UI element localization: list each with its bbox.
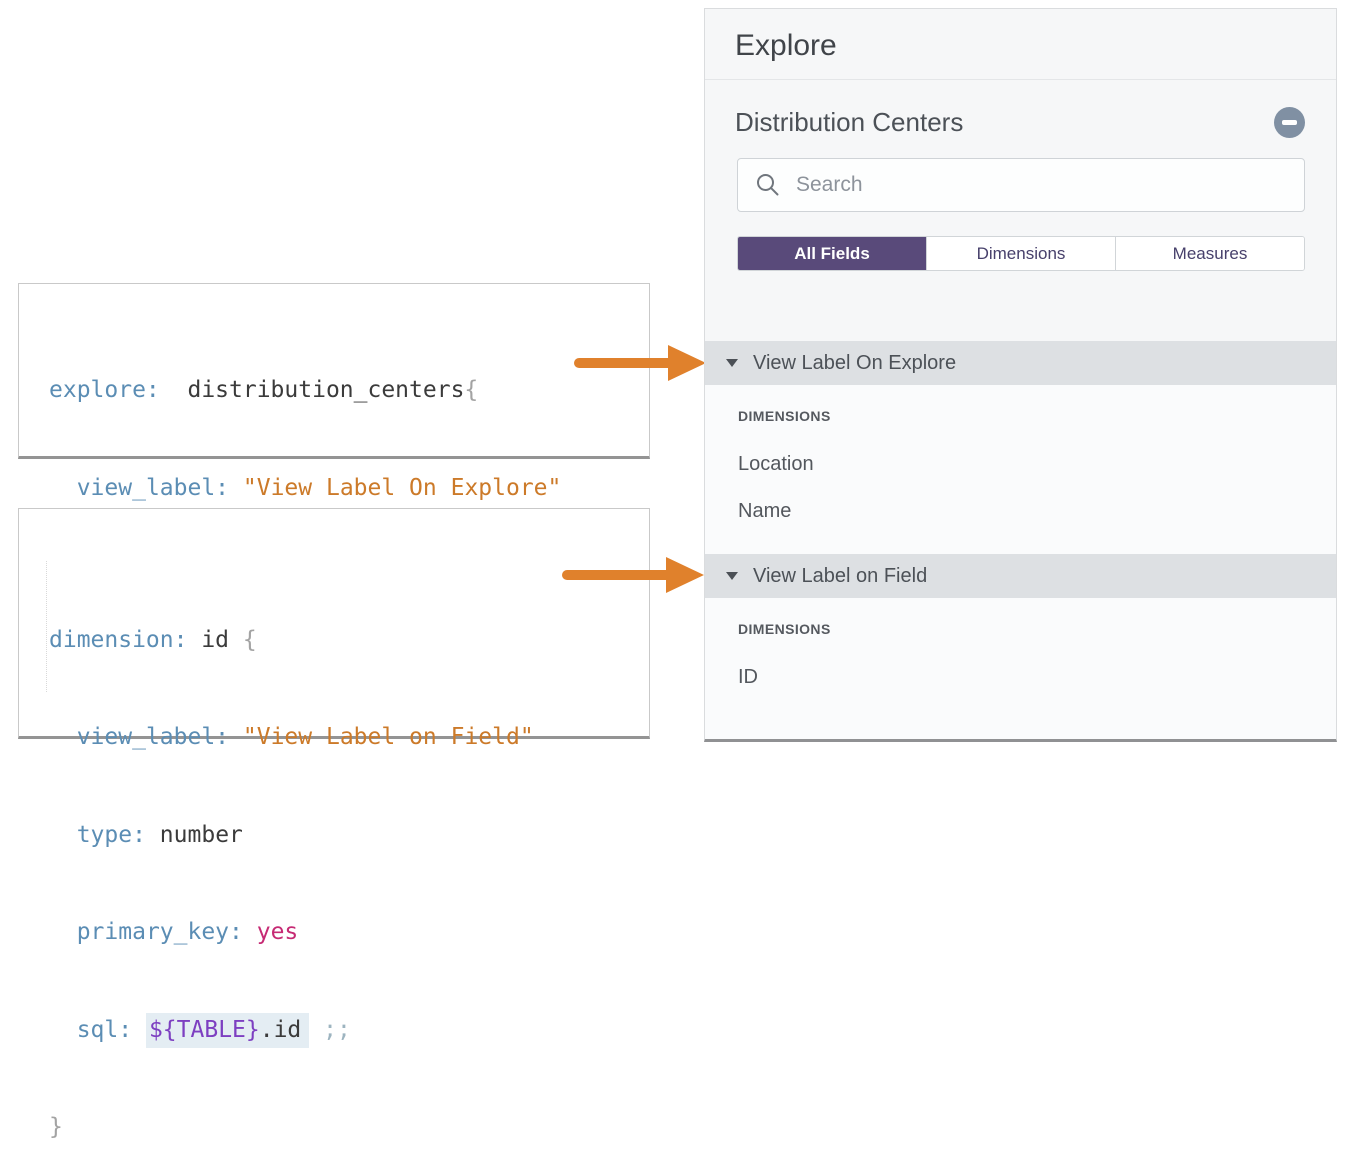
code-token: number xyxy=(145,821,243,848)
tab-dimensions[interactable]: Dimensions xyxy=(927,237,1116,270)
tab-measures[interactable]: Measures xyxy=(1116,237,1304,270)
code-line: type: number xyxy=(49,819,649,852)
code-token: dimension: xyxy=(49,626,188,653)
code-token xyxy=(49,919,77,945)
sql-highlight: ${TABLE}.id xyxy=(145,1012,310,1048)
code-token xyxy=(132,1017,146,1043)
indent-guide xyxy=(46,561,47,692)
code-line: primary_key: yes xyxy=(49,916,649,949)
group-heading: DIMENSIONS xyxy=(738,621,831,637)
code-token xyxy=(49,724,77,750)
lookml-explore-snippet: explore: distribution_centers{ view_labe… xyxy=(18,283,650,696)
code-line: } xyxy=(49,1111,649,1144)
code-token xyxy=(229,724,243,750)
view-section-header[interactable]: View Label On Explore xyxy=(705,341,1336,385)
code-token: ${TABLE} xyxy=(148,1016,260,1043)
group-heading: DIMENSIONS xyxy=(738,408,831,424)
code-token: id xyxy=(187,626,243,653)
arrow-right-icon xyxy=(574,345,706,381)
field-item-id[interactable]: ID xyxy=(738,666,758,688)
search-input[interactable] xyxy=(794,172,1290,198)
collapse-explore-button[interactable] xyxy=(1274,107,1305,138)
code-token: view_label: xyxy=(76,724,230,750)
view-section-header[interactable]: View Label on Field xyxy=(705,554,1336,598)
code-token xyxy=(309,1017,323,1043)
code-token: type: xyxy=(76,821,146,848)
code-token xyxy=(229,475,243,501)
tab-all-fields[interactable]: All Fields xyxy=(738,237,927,270)
lookml-dimension-snippet: dimension: id { view_label: "View Label … xyxy=(18,508,650,1140)
code-line: view_label: "View Label On Explore" xyxy=(49,472,649,505)
page-title: Explore xyxy=(735,29,837,62)
code-token xyxy=(49,822,77,848)
section-label: View Label on Field xyxy=(753,564,928,587)
code-token: explore: xyxy=(49,377,160,403)
fields-list: View Label On Explore DIMENSIONS Locatio… xyxy=(705,341,1336,739)
code-line: view_label: "View Label on Field" xyxy=(49,721,649,754)
code-line: explore: distribution_centers{ xyxy=(49,374,649,407)
code-token: } xyxy=(49,1114,63,1140)
divider xyxy=(705,79,1336,80)
code-token: { xyxy=(242,626,257,653)
code-token xyxy=(49,475,77,501)
caret-down-icon xyxy=(726,359,738,367)
minus-circle-icon xyxy=(1282,120,1297,125)
code-token: yes xyxy=(256,919,299,945)
code-token: { xyxy=(464,377,479,403)
arrow-right-icon xyxy=(562,557,704,593)
section-label: View Label On Explore xyxy=(753,351,957,374)
code-token: "View Label on Field" xyxy=(242,724,534,750)
code-token xyxy=(243,919,257,945)
code-token: primary_key: xyxy=(76,919,243,945)
code-token: "View Label On Explore" xyxy=(242,474,562,501)
code-token: distribution_centers xyxy=(159,377,465,403)
code-token: .id xyxy=(259,1016,302,1043)
code-token: sql: xyxy=(76,1016,133,1043)
field-item-location[interactable]: Location xyxy=(738,453,814,475)
explore-name: Distribution Centers xyxy=(735,107,964,137)
code-line: sql: ${TABLE}.id ;; xyxy=(49,1012,649,1048)
search-box xyxy=(737,158,1305,212)
code-line: dimension: id { xyxy=(49,624,649,657)
explore-field-picker-panel: Explore Distribution Centers All Fields … xyxy=(704,8,1337,742)
code-token: view_label: xyxy=(76,474,230,501)
field-filter-tabs: All Fields Dimensions Measures xyxy=(737,236,1305,271)
explore-header: Distribution Centers xyxy=(735,107,1305,138)
search-icon xyxy=(757,174,779,196)
caret-down-icon xyxy=(726,572,738,580)
code-token xyxy=(49,1017,77,1043)
field-item-name[interactable]: Name xyxy=(738,500,792,522)
code-token: ;; xyxy=(323,1016,351,1043)
